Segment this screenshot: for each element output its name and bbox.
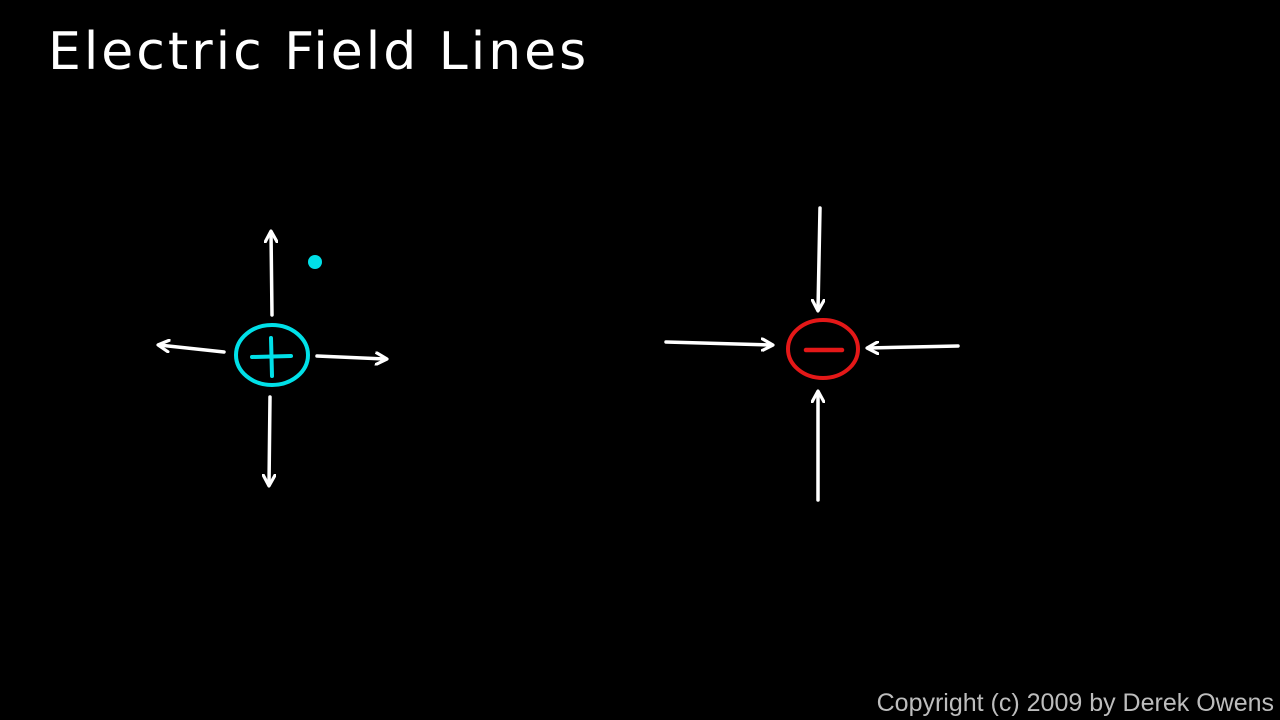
field-line-from-left-arrow: [664, 342, 772, 345]
field-line-from-right-arrow: [868, 346, 960, 348]
positive-charge-circle: [234, 323, 310, 387]
field-line-down-arrow: [269, 395, 270, 485]
field-line-from-top-arrow: [818, 206, 820, 310]
negative-charge-circle: [786, 318, 860, 380]
field-line-up-arrow: [271, 232, 272, 317]
cyan-dot: [308, 255, 322, 269]
page-title: Electric Field Lines: [48, 22, 590, 82]
positive-charge-group: [159, 232, 386, 485]
field-line-right-arrow: [315, 356, 386, 359]
field-line-left-arrow: [159, 345, 226, 354]
copyright-notice: Copyright (c) 2009 by Derek Owens: [876, 689, 1274, 717]
plus-sign-vertical: [269, 336, 274, 378]
negative-charge-group: [664, 206, 960, 502]
